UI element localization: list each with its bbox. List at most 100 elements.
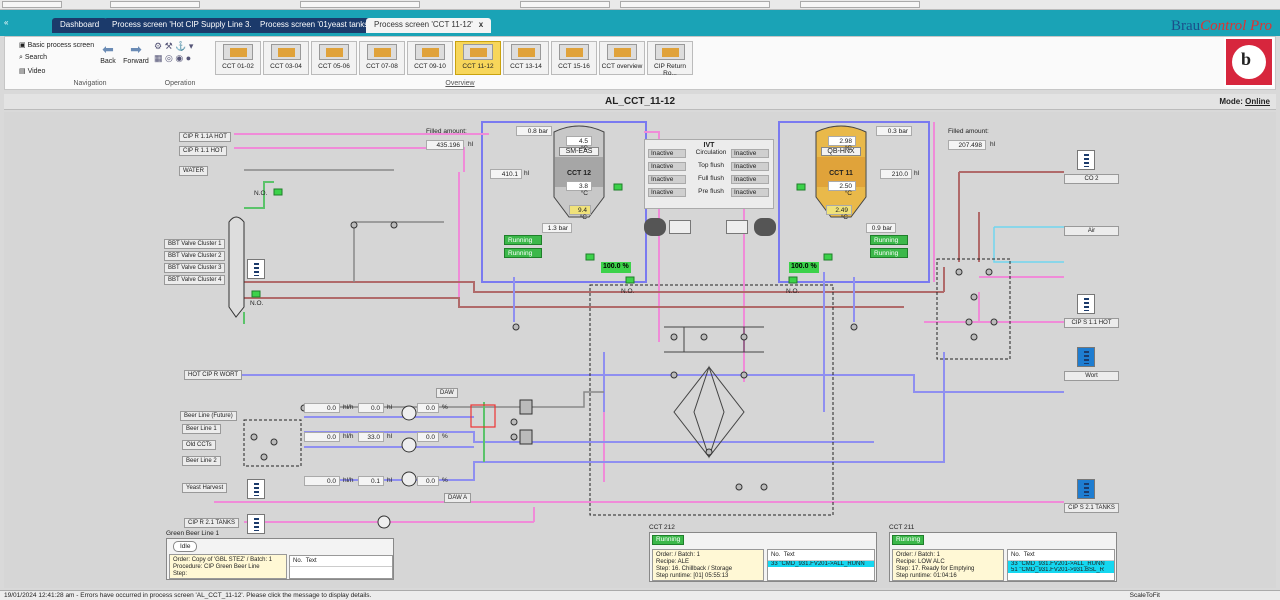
ivt-state-right: Inactive: [731, 149, 769, 158]
tank-thumbnail-icon: [655, 44, 685, 60]
pipe-endpoint-label[interactable]: BBT Valve Cluster 3: [164, 263, 226, 273]
green-beer-messages[interactable]: No. Text: [289, 555, 393, 579]
cct211-info: Order: / Batch: 1 Recipe: LOW ALC Step: …: [892, 549, 1004, 581]
green-pipe: [243, 181, 485, 462]
cct12-running-1: Running: [504, 235, 542, 245]
tab-label: Process screen '01yeast tanks': [260, 20, 370, 29]
cct-button[interactable]: CCT 05-06: [311, 41, 357, 75]
pipe-endpoint-label[interactable]: CIP R 1.1 HOT: [179, 146, 228, 156]
flow-meter-icon[interactable]: [1077, 347, 1095, 367]
mode-value[interactable]: Online: [1245, 97, 1270, 106]
cct11-running-1: Running: [870, 235, 908, 245]
nav-label: Video: [27, 68, 46, 75]
message-row[interactable]: 33 "CMD_931.FV201->ALL_RUNN: [1008, 561, 1114, 567]
cct-button[interactable]: CCT 03-04: [263, 41, 309, 75]
tab-dashboard[interactable]: Dashboard: [52, 18, 108, 33]
close-icon[interactable]: x: [478, 20, 484, 29]
tab-cct-11-12[interactable]: Process screen 'CCT 11-12'x: [366, 18, 492, 33]
back-button[interactable]: ⬅Back: [95, 41, 121, 65]
ivt-state-left: Inactive: [648, 149, 686, 158]
flow-meter-icon[interactable]: [1077, 150, 1095, 170]
valve-percent-unit: %: [442, 433, 448, 440]
cct211-state: Running: [892, 535, 925, 545]
pipe-endpoint-label[interactable]: CIP S 1.1 HOT: [1064, 318, 1119, 328]
flow-meter-icon[interactable]: [247, 259, 265, 279]
ivt-mode: Full flush: [697, 175, 724, 182]
pipe-endpoint-label[interactable]: BBT Valve Cluster 2: [164, 251, 226, 261]
pipe-endpoint-label[interactable]: BBT Valve Cluster 1: [164, 239, 226, 249]
flow-meter-icon[interactable]: [247, 514, 265, 534]
cct11-running-2: Running: [870, 248, 908, 258]
pipe-endpoint-label[interactable]: Yeast Harvest: [182, 483, 228, 493]
status-message[interactable]: 19/01/2024 12:41:28 am - Errors have occ…: [4, 592, 372, 599]
pipe-endpoint-label[interactable]: CIP S 2.1 TANKS: [1064, 503, 1119, 513]
pipe-endpoint-label[interactable]: Wort: [1064, 371, 1119, 381]
pipe-endpoint-label[interactable]: HOT CIP R WORT: [184, 370, 243, 380]
ivt-wave-icon[interactable]: [726, 220, 748, 234]
cct12-tank-name: SM-EAS: [559, 147, 599, 156]
cct-button[interactable]: CIP Return Ro...: [647, 41, 693, 77]
cct-button[interactable]: CCT 01-02: [215, 41, 261, 75]
selected-valve-box[interactable]: [470, 404, 496, 428]
pipe-endpoint-label[interactable]: Air: [1064, 226, 1119, 236]
forward-button[interactable]: ➡Forward: [123, 41, 149, 65]
group-title: Overview: [445, 80, 475, 87]
cct-button[interactable]: CCT 09-10: [407, 41, 453, 75]
cct12-filled-label: Filled amount:: [426, 128, 467, 135]
message-row[interactable]: 33 "CMD_931.FV201->ALL_RUNN: [768, 561, 874, 567]
cct-button[interactable]: CCT 13-14: [503, 41, 549, 75]
pipe-endpoint-label[interactable]: CIP R 2.1 TANKS: [184, 518, 240, 528]
strip-cell: [520, 1, 610, 8]
forward-label: Forward: [123, 58, 149, 65]
video-button[interactable]: ▤ Video: [19, 68, 46, 75]
pipe-endpoint-label[interactable]: CO 2: [1064, 174, 1119, 184]
search-button[interactable]: ⌕ Search: [19, 54, 48, 61]
flow-rate-unit: hl/h: [343, 433, 354, 440]
cct11-tank-name: QB-HNX: [821, 147, 861, 156]
logo-ring: [1232, 45, 1266, 79]
message-row[interactable]: 51 "CMD_931.FV201->931.BSL_R: [1008, 567, 1114, 573]
cct-button[interactable]: CCT overview: [599, 41, 645, 75]
cct11-temp1: 2.98 °C: [828, 136, 856, 152]
pipe-endpoint-label[interactable]: CIP R 1.1A HOT: [179, 132, 231, 142]
cct211-runtime: Step runtime: 01:04:16: [896, 573, 957, 579]
cct212-messages[interactable]: No. Text 33 "CMD_931.FV201->ALL_RUNN: [767, 549, 875, 581]
scale-to-fit[interactable]: ScaleToFit: [1129, 592, 1160, 599]
collapse-icon[interactable]: «: [4, 18, 9, 27]
ivt-wave-icon[interactable]: [669, 220, 691, 234]
operation-icons[interactable]: ⚙ ⚒ ⚓ ▾: [154, 41, 194, 51]
cct212-step: Step: 16. Chillback / Storage: [656, 566, 733, 572]
mode-indicator: Mode: Online: [1219, 97, 1270, 106]
flow-rate: 0.0: [304, 432, 340, 442]
flow-meter-icon[interactable]: [247, 479, 265, 499]
pipe-endpoint-label[interactable]: Beer Line 1: [182, 424, 221, 434]
cct-button-label: CCT 07-08: [366, 63, 398, 70]
pipe-endpoint-label[interactable]: BBT Valve Cluster 4: [164, 275, 226, 285]
cct12-temp2: 3.8 °C: [566, 181, 592, 197]
cct12-temp3: 9.4 °C: [569, 205, 591, 221]
pipe-endpoint-label[interactable]: Beer Line 2: [182, 456, 221, 466]
mode-label: Mode:: [1219, 97, 1243, 106]
valve-percent: 0.0: [417, 432, 439, 442]
cct12-level-unit: hl: [524, 170, 530, 177]
cct11-temp2: 2.50 °C: [828, 181, 856, 197]
valve-percent-unit: %: [442, 477, 448, 484]
tab-hot-cip[interactable]: Process screen 'Hot CIP Supply Line 3...…: [104, 18, 277, 33]
flow-meter-icon[interactable]: [1077, 479, 1095, 499]
cct-button[interactable]: CCT 11-12: [455, 41, 501, 75]
cct211-messages[interactable]: No. Text 33 "CMD_931.FV201->ALL_RUNN 51 …: [1007, 549, 1115, 581]
cct-button[interactable]: CCT 07-08: [359, 41, 405, 75]
ivt-tank-icon: [644, 218, 666, 236]
cct212-order: Order: / Batch: 1: [656, 552, 701, 558]
flow-meter-icon[interactable]: [1077, 294, 1095, 314]
cct11-tank-id: CCT 11: [829, 170, 853, 177]
manifold-diamond: [673, 365, 745, 459]
pipe-endpoint-label[interactable]: Old CCTs: [182, 440, 216, 450]
cct-button[interactable]: CCT 15-16: [551, 41, 597, 75]
normally-open-label: N.O.: [250, 300, 264, 307]
basic-process-screen-button[interactable]: ▣ Basic process screen: [19, 42, 95, 49]
pipe-endpoint-label[interactable]: WATER: [179, 166, 208, 176]
operation-icons[interactable]: ▦ ◎ ◉ ●: [154, 53, 192, 63]
pipe-endpoint-label[interactable]: Beer Line (Future): [180, 411, 237, 421]
msg-no-header: No.: [771, 552, 781, 558]
